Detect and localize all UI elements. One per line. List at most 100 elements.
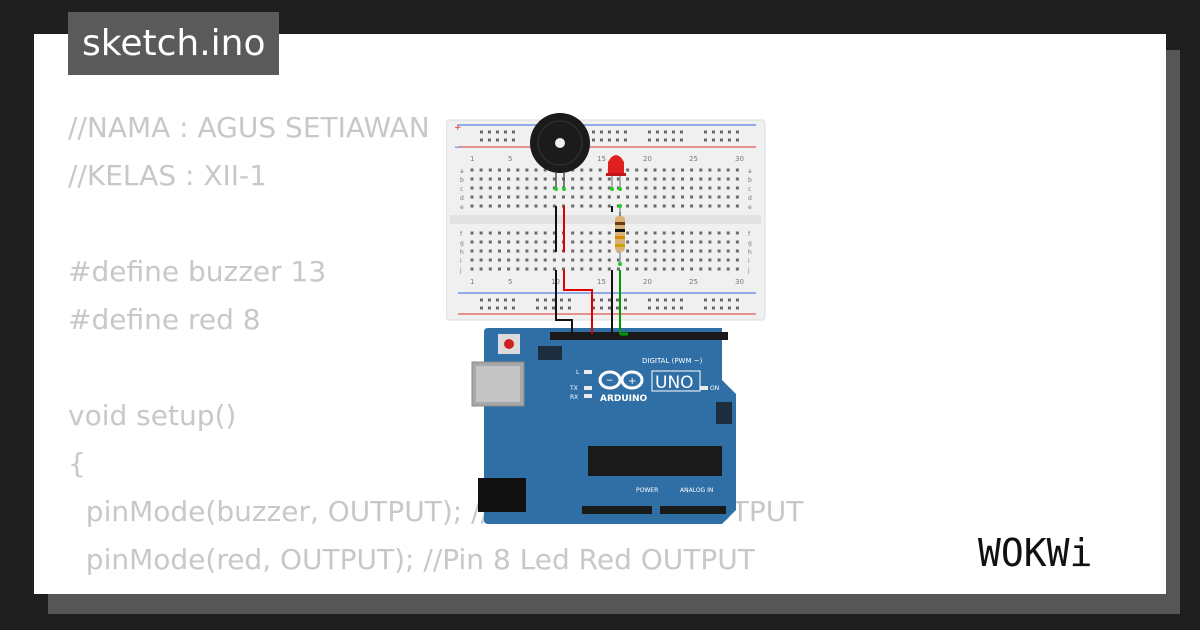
code-line: pinMode(red, OUTPUT); //Pin 8 Led Red OU… xyxy=(68,543,755,576)
breadboard-hole xyxy=(699,195,703,199)
breadboard-hole xyxy=(653,168,657,172)
breadboard-hole xyxy=(626,177,630,181)
breadboard-hole xyxy=(699,240,703,244)
breadboard-rail-hole xyxy=(664,298,667,302)
breadboard-row-letters: a b c d e f g h i j a b c d e f g h i j xyxy=(459,168,752,274)
breadboard-hole xyxy=(488,231,492,235)
breadboard-hole xyxy=(507,267,511,271)
wires xyxy=(555,206,628,336)
breadboard-hole xyxy=(607,204,611,208)
breadboard-hole xyxy=(726,195,730,199)
breadboard-hole xyxy=(516,258,520,262)
breadboard-hole xyxy=(598,267,602,271)
breadboard-rail-hole xyxy=(680,306,683,310)
breadboard-hole xyxy=(598,195,602,199)
breadboard-rail-hole xyxy=(624,306,627,310)
breadboard-hole xyxy=(507,204,511,208)
breadboard-rail-hole xyxy=(704,130,707,134)
breadboard-hole xyxy=(479,168,483,172)
breadboard-rail-hole xyxy=(736,306,739,310)
breadboard-hole xyxy=(479,204,483,208)
row-letter: h xyxy=(460,249,464,256)
row-letter: a xyxy=(748,168,752,175)
svg-text:−: − xyxy=(606,376,614,386)
breadboard-hole xyxy=(644,168,648,172)
breadboard-hole xyxy=(479,231,483,235)
svg-text:−: − xyxy=(454,143,462,153)
breadboard-hole xyxy=(616,177,620,181)
breadboard-rail-hole xyxy=(672,130,675,134)
breadboard-hole xyxy=(681,240,684,244)
breadboard-hole xyxy=(543,186,547,190)
file-tab[interactable]: sketch.ino xyxy=(68,12,280,75)
breadboard-hole xyxy=(699,186,703,190)
breadboard-hole xyxy=(598,186,602,190)
row-letter: j xyxy=(747,267,750,274)
breadboard-hole xyxy=(708,195,712,199)
breadboard-hole xyxy=(580,204,584,208)
breadboard-hole xyxy=(589,195,593,199)
breadboard-hole xyxy=(589,240,593,244)
breadboard-hole xyxy=(717,204,721,208)
breadboard-hole xyxy=(562,195,565,199)
breadboard-hole xyxy=(516,267,520,271)
breadboard-hole xyxy=(525,231,529,235)
breadboard-hole xyxy=(726,177,730,181)
breadboard-rail-hole xyxy=(736,138,739,142)
breadboard-hole xyxy=(735,186,739,190)
breadboard-hole xyxy=(516,177,520,181)
digital-pins-label: DIGITAL (PWM ~) xyxy=(642,357,703,365)
breadboard-hole xyxy=(580,195,584,199)
breadboard-rail-hole xyxy=(656,306,659,310)
breadboard-hole xyxy=(626,231,630,235)
breadboard-hole xyxy=(479,177,483,181)
breadboard-hole xyxy=(671,204,675,208)
breadboard-hole xyxy=(644,186,648,190)
breadboard-hole xyxy=(507,186,511,190)
breadboard-hole xyxy=(552,267,556,271)
breadboard-hole xyxy=(626,249,630,253)
breadboard-hole xyxy=(534,240,538,244)
breadboard-hole xyxy=(671,249,675,253)
breadboard-hole xyxy=(616,258,620,262)
breadboard-hole xyxy=(635,186,639,190)
breadboard-hole xyxy=(543,168,547,172)
breadboard-rail-hole xyxy=(608,138,611,142)
breadboard-hole xyxy=(699,231,703,235)
breadboard-hole xyxy=(644,249,648,253)
breadboard-hole xyxy=(543,177,547,181)
breadboard-hole xyxy=(644,267,648,271)
breadboard-rail-hole xyxy=(608,130,611,134)
breadboard-hole xyxy=(653,258,657,262)
breadboard-hole xyxy=(543,195,547,199)
breadboard-rail-hole xyxy=(568,298,571,302)
breadboard-rail-hole xyxy=(720,306,723,310)
breadboard-rail-hole xyxy=(600,138,603,142)
breadboard-hole xyxy=(589,168,593,172)
breadboard-rail-hole xyxy=(600,306,603,310)
breadboard-rail-hole xyxy=(728,306,731,310)
breadboard-hole xyxy=(607,249,611,253)
breadboard-hole xyxy=(635,195,639,199)
breadboard-hole xyxy=(589,204,593,208)
breadboard-hole xyxy=(681,204,684,208)
breadboard-hole xyxy=(598,240,602,244)
breadboard-rail-hole xyxy=(488,306,491,310)
breadboard-rail-hole xyxy=(480,298,483,302)
breadboard-hole xyxy=(488,204,492,208)
breadboard-hole xyxy=(735,267,739,271)
code-line: #define buzzer 13 xyxy=(68,255,327,288)
breadboard-rail-hole xyxy=(512,138,515,142)
row-letter: e xyxy=(748,204,752,211)
breadboard-rail-hole xyxy=(648,138,651,142)
breadboard-hole xyxy=(525,258,529,262)
breadboard-rail-hole xyxy=(728,130,731,134)
breadboard-hole xyxy=(626,195,630,199)
row-letter: b xyxy=(748,177,752,184)
breadboard-rail-hole xyxy=(488,130,491,134)
breadboard-rail-hole xyxy=(544,306,547,310)
breadboard-hole xyxy=(607,267,611,271)
breadboard-hole xyxy=(552,249,556,253)
breadboard-hole xyxy=(681,177,684,181)
breadboard-rail-hole xyxy=(504,306,507,310)
